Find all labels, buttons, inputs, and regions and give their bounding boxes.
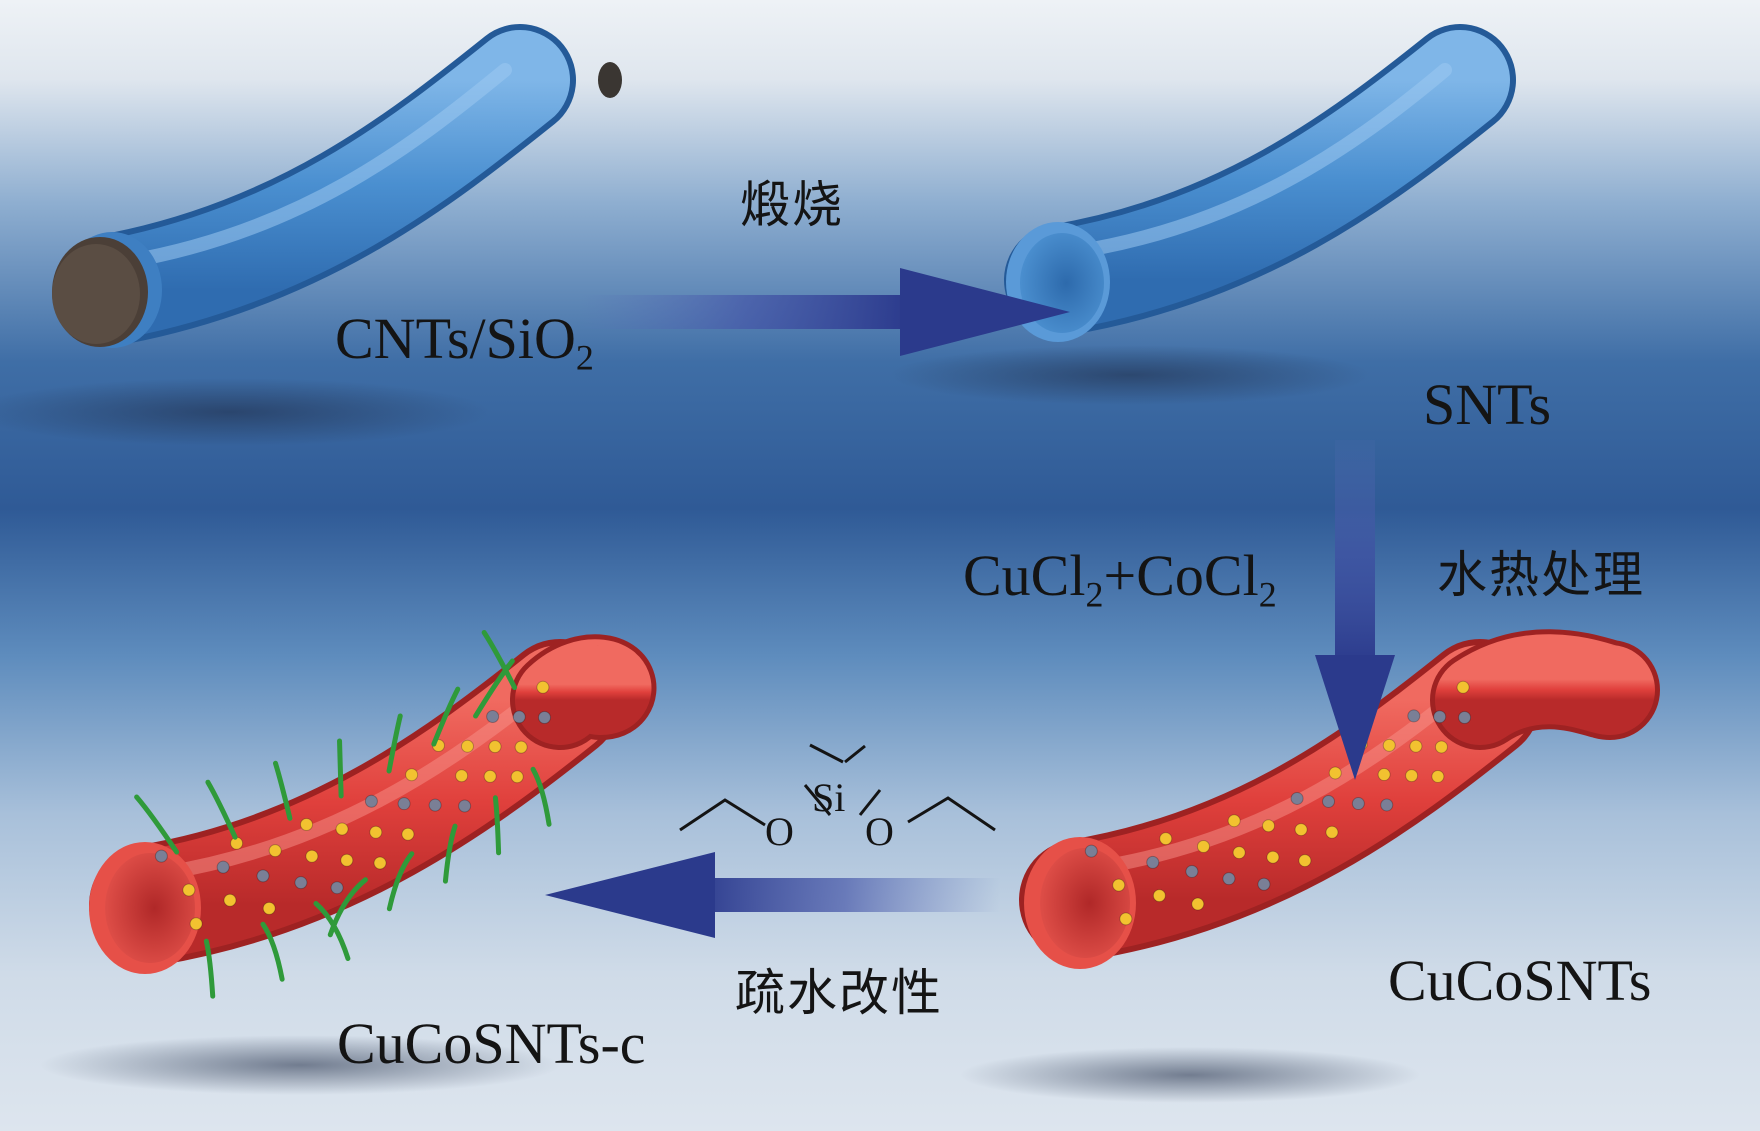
step-hydrophobic-label: 疏水改性 — [735, 968, 943, 1018]
cu-particle — [537, 681, 549, 693]
cu-particle — [1435, 741, 1447, 753]
snts-label: SNTs — [1423, 376, 1551, 434]
co-particle — [1291, 792, 1303, 804]
cucosnts-label: CuCoSNTs — [1388, 952, 1651, 1010]
cu-particle — [1153, 890, 1165, 902]
step-calcination-label: 煅烧 — [740, 180, 844, 230]
co-particle — [365, 795, 377, 807]
cu-particle — [224, 894, 236, 906]
co-particle — [1459, 711, 1471, 723]
co-particle — [1408, 710, 1420, 722]
co-particle — [487, 711, 499, 723]
co-particle — [331, 882, 343, 894]
co-particle — [459, 800, 471, 812]
cu-particle — [1457, 681, 1469, 693]
tube-shadow — [960, 1047, 1420, 1103]
cu-particle — [1299, 855, 1311, 867]
co-particle — [1352, 798, 1364, 810]
cu-particle — [1406, 770, 1418, 782]
cu-particle — [1383, 739, 1395, 751]
cu-particle — [402, 828, 414, 840]
co-particle — [1186, 865, 1198, 877]
co-particle — [1147, 856, 1159, 868]
cu-particle — [370, 826, 382, 838]
cu-particle — [1233, 847, 1245, 859]
silane-o-right: O — [865, 812, 894, 852]
co-particle — [1434, 711, 1446, 723]
co-particle — [155, 850, 167, 862]
co-particle — [1223, 873, 1235, 885]
cu-particle — [263, 902, 275, 914]
co-particle — [513, 711, 525, 723]
co-particle — [398, 798, 410, 810]
cu-particle — [1228, 815, 1240, 827]
silane-si: Si — [812, 778, 845, 818]
cu-particle — [515, 741, 527, 753]
co-particle — [1323, 795, 1335, 807]
cu-particle — [1113, 879, 1125, 891]
cu-particle — [1329, 767, 1341, 779]
cu-particle — [456, 770, 468, 782]
co-particle — [1381, 799, 1393, 811]
cu-particle — [374, 857, 386, 869]
cu-particle — [183, 884, 195, 896]
cu-particle — [1263, 820, 1275, 832]
core-end-cap — [598, 62, 622, 98]
cu-particle — [1326, 826, 1338, 838]
cu-particle — [306, 850, 318, 862]
cu-particle — [1120, 913, 1132, 925]
cu-particle — [1267, 851, 1279, 863]
cu-particle — [1432, 770, 1444, 782]
co-particle — [295, 877, 307, 889]
cu-particle — [1410, 740, 1422, 752]
cu-particle — [489, 741, 501, 753]
cu-particle — [484, 770, 496, 782]
co-particle — [538, 712, 550, 724]
co-particle — [257, 870, 269, 882]
co-particle — [1085, 845, 1097, 857]
cucosnts-c-label: CuCoSNTs-c — [337, 1015, 646, 1073]
cu-particle — [1378, 769, 1390, 781]
silane-o-left: O — [765, 812, 794, 852]
cu-particle — [1192, 898, 1204, 910]
hollow-opening — [105, 853, 195, 963]
cu-particle — [301, 819, 313, 831]
cu-particle — [269, 845, 281, 857]
co-particle — [217, 861, 229, 873]
tube-shadow — [890, 345, 1370, 405]
cnts-sio2-label: CNTs/SiO2 — [335, 310, 594, 368]
cu-particle — [511, 771, 523, 783]
cu-particle — [341, 854, 353, 866]
hollow-opening — [1040, 848, 1130, 958]
silane-chain — [495, 798, 498, 853]
cu-particle — [1295, 824, 1307, 836]
co-particle — [1258, 878, 1270, 890]
reagent-salts-label: CuCl2+CoCl2 — [963, 547, 1277, 605]
cu-particle — [336, 823, 348, 835]
silane-chain — [340, 741, 342, 796]
step-hydrothermal-label: 水热处理 — [1437, 550, 1645, 600]
cu-particle — [190, 918, 202, 930]
cu-particle — [1160, 833, 1172, 845]
cu-particle — [1197, 840, 1209, 852]
co-particle — [429, 799, 441, 811]
cu-particle — [461, 740, 473, 752]
cu-particle — [406, 769, 418, 781]
